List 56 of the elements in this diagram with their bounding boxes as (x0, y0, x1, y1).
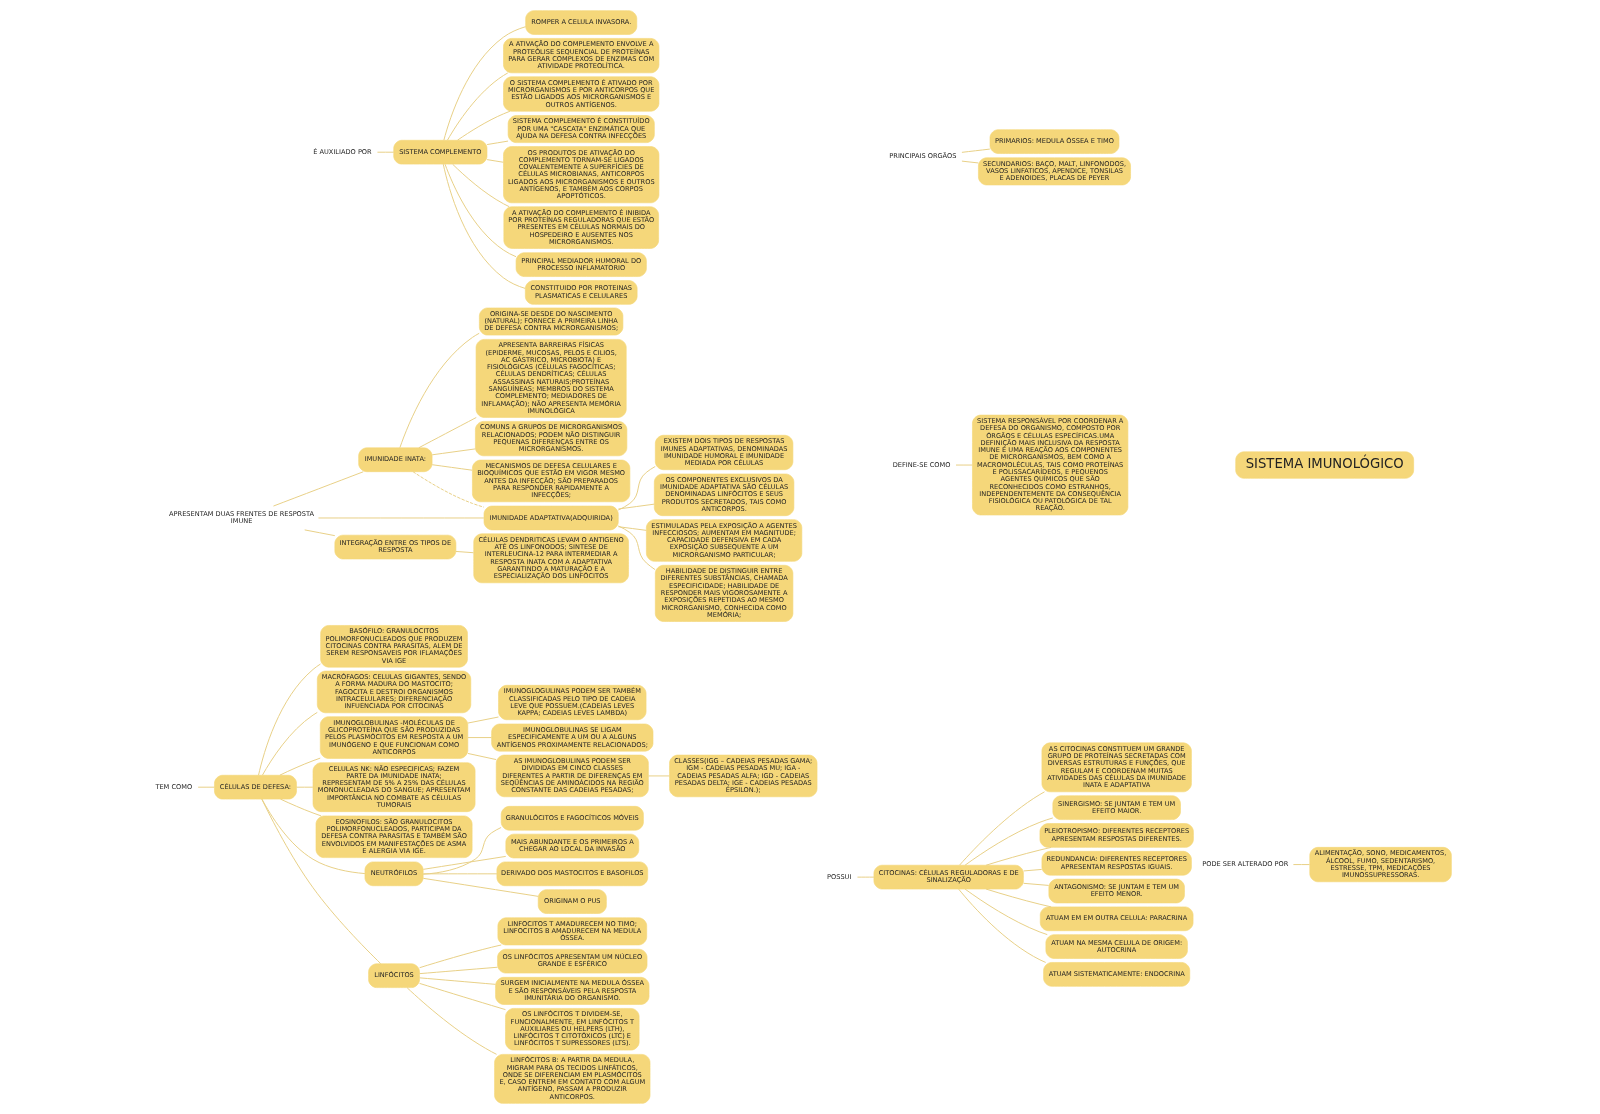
connector (617, 466, 656, 511)
connector (617, 503, 655, 510)
connector (431, 448, 476, 456)
connector (261, 798, 365, 875)
connector (647, 775, 670, 777)
connector (406, 987, 497, 1055)
connector (272, 471, 364, 507)
connector (466, 716, 499, 724)
connector (422, 855, 506, 870)
connector (964, 888, 1048, 936)
connector (964, 817, 1053, 866)
connector (1022, 882, 1049, 886)
connector (486, 140, 509, 146)
connector (422, 827, 502, 875)
node-box: SISTEMA IMUNOLÓGICO (1234, 451, 1414, 479)
connector (856, 876, 874, 878)
connector (303, 529, 335, 537)
connector (431, 464, 473, 471)
connector (418, 977, 496, 985)
connector (278, 757, 321, 776)
connector (197, 786, 215, 788)
connector (456, 110, 510, 141)
connector (418, 944, 502, 969)
connector (442, 163, 526, 289)
connector (958, 791, 1045, 866)
connector (454, 550, 474, 554)
connector (486, 159, 504, 163)
connector (1292, 864, 1310, 866)
connector (442, 26, 526, 141)
connector (398, 332, 480, 449)
connector (260, 798, 381, 965)
connector (279, 798, 322, 817)
connector (295, 786, 313, 788)
connector (418, 982, 506, 1011)
connector (444, 163, 517, 258)
connector (617, 525, 656, 571)
connector (317, 517, 484, 519)
connector (417, 417, 477, 449)
connector (257, 663, 321, 776)
connector (422, 877, 539, 897)
connector (418, 966, 498, 975)
connector (466, 737, 492, 739)
connector (261, 711, 318, 776)
connector (985, 888, 1052, 908)
connector (446, 72, 508, 141)
connector (985, 846, 1052, 866)
connector (451, 163, 510, 208)
connector (422, 873, 497, 875)
connector (466, 752, 497, 761)
connector (412, 471, 484, 508)
connector (1022, 868, 1042, 872)
connector (955, 464, 973, 466)
connector (376, 151, 394, 153)
connector (960, 148, 990, 153)
connector (960, 160, 979, 164)
connector (957, 888, 1046, 963)
